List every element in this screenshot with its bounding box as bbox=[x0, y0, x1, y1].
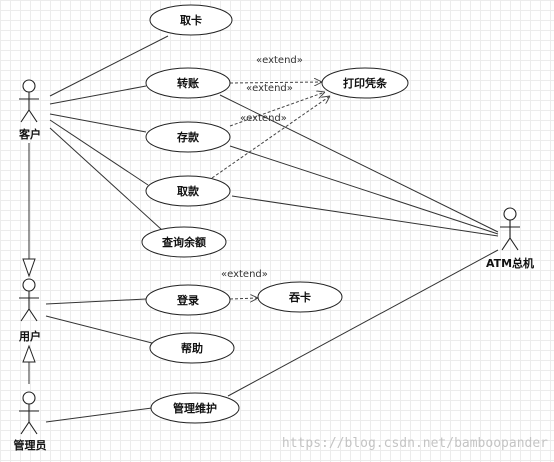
use-case-transfer[interactable]: 转账 bbox=[145, 67, 231, 99]
use-case-label: 取卡 bbox=[180, 13, 202, 27]
stick-figure-icon bbox=[19, 79, 39, 123]
use-case-withdraw[interactable]: 取款 bbox=[145, 175, 231, 207]
use-case-maintenance[interactable]: 管理维护 bbox=[150, 392, 240, 424]
stick-figure-icon bbox=[19, 391, 39, 435]
actor-label: 客户 bbox=[18, 127, 41, 141]
use-case-label: 吞卡 bbox=[289, 290, 311, 304]
assoc-atm-maintenance[interactable] bbox=[227, 249, 499, 397]
customer-associations bbox=[49, 35, 169, 231]
assoc-atm-withdraw[interactable] bbox=[231, 195, 499, 237]
use-case-label: 管理维护 bbox=[173, 401, 217, 415]
assoc-customer-take-card[interactable] bbox=[49, 35, 169, 97]
generalizations bbox=[22, 143, 36, 384]
extend-line-transfer[interactable] bbox=[229, 82, 322, 83]
use-case-label: 查询余额 bbox=[162, 235, 206, 249]
atm-associations bbox=[219, 94, 499, 397]
extend-line-login[interactable] bbox=[229, 298, 258, 299]
assoc-atm-deposit[interactable] bbox=[229, 145, 499, 235]
use-case-label: 存款 bbox=[177, 130, 200, 144]
watermark: https://blog.csdn.net/bamboopander bbox=[282, 436, 548, 451]
extend-label-4: «extend» bbox=[221, 269, 268, 280]
use-case-label: 帮助 bbox=[181, 341, 203, 355]
extend-relations: «extend» «extend» «extend» «extend» bbox=[211, 55, 330, 299]
use-case-label: 登录 bbox=[176, 293, 199, 307]
actor-label: 管理员 bbox=[14, 438, 47, 452]
extend-line-withdraw[interactable] bbox=[211, 96, 330, 179]
assoc-customer-deposit[interactable] bbox=[49, 113, 147, 133]
use-case-help[interactable]: 帮助 bbox=[149, 332, 235, 364]
assoc-customer-query[interactable] bbox=[49, 127, 163, 231]
generalization-user-customer-head bbox=[22, 258, 36, 278]
use-case-deposit[interactable]: 存款 bbox=[145, 121, 231, 153]
actor-atm[interactable]: ATM总机 bbox=[486, 207, 534, 270]
actor-user[interactable]: 用户 bbox=[19, 278, 41, 343]
extend-label-1: «extend» bbox=[256, 55, 303, 66]
assoc-customer-transfer[interactable] bbox=[49, 85, 147, 105]
use-case-swallow-card[interactable]: 吞卡 bbox=[257, 281, 343, 313]
assoc-user-login[interactable] bbox=[45, 298, 147, 305]
extend-label-3: «extend» bbox=[240, 113, 287, 124]
use-case-print-receipt[interactable]: 打印凭条 bbox=[321, 67, 409, 99]
actor-customer[interactable]: 客户 bbox=[18, 79, 41, 141]
use-case-take-card[interactable]: 取卡 bbox=[149, 4, 233, 36]
assoc-customer-withdraw[interactable] bbox=[49, 119, 149, 186]
use-case-label: 取款 bbox=[177, 184, 200, 198]
actor-admin[interactable]: 管理员 bbox=[14, 391, 47, 452]
actor-label: ATM总机 bbox=[486, 256, 534, 270]
extend-line-deposit[interactable] bbox=[229, 92, 325, 127]
stick-figure-icon bbox=[19, 278, 39, 322]
extend-label-2: «extend» bbox=[246, 83, 293, 94]
use-case-label: 转账 bbox=[177, 76, 199, 90]
assoc-atm-transfer[interactable] bbox=[219, 94, 499, 233]
generalization-admin-user-head bbox=[22, 344, 36, 363]
stick-figure-icon bbox=[500, 207, 520, 251]
assoc-user-help[interactable] bbox=[45, 315, 153, 344]
assoc-admin-maintenance[interactable] bbox=[45, 407, 153, 423]
use-case-label: 打印凭条 bbox=[343, 76, 388, 90]
actor-label: 用户 bbox=[19, 329, 41, 343]
use-case-query-balance[interactable]: 查询余额 bbox=[141, 226, 227, 258]
user-associations bbox=[45, 298, 153, 423]
use-case-login[interactable]: 登录 bbox=[145, 284, 231, 316]
